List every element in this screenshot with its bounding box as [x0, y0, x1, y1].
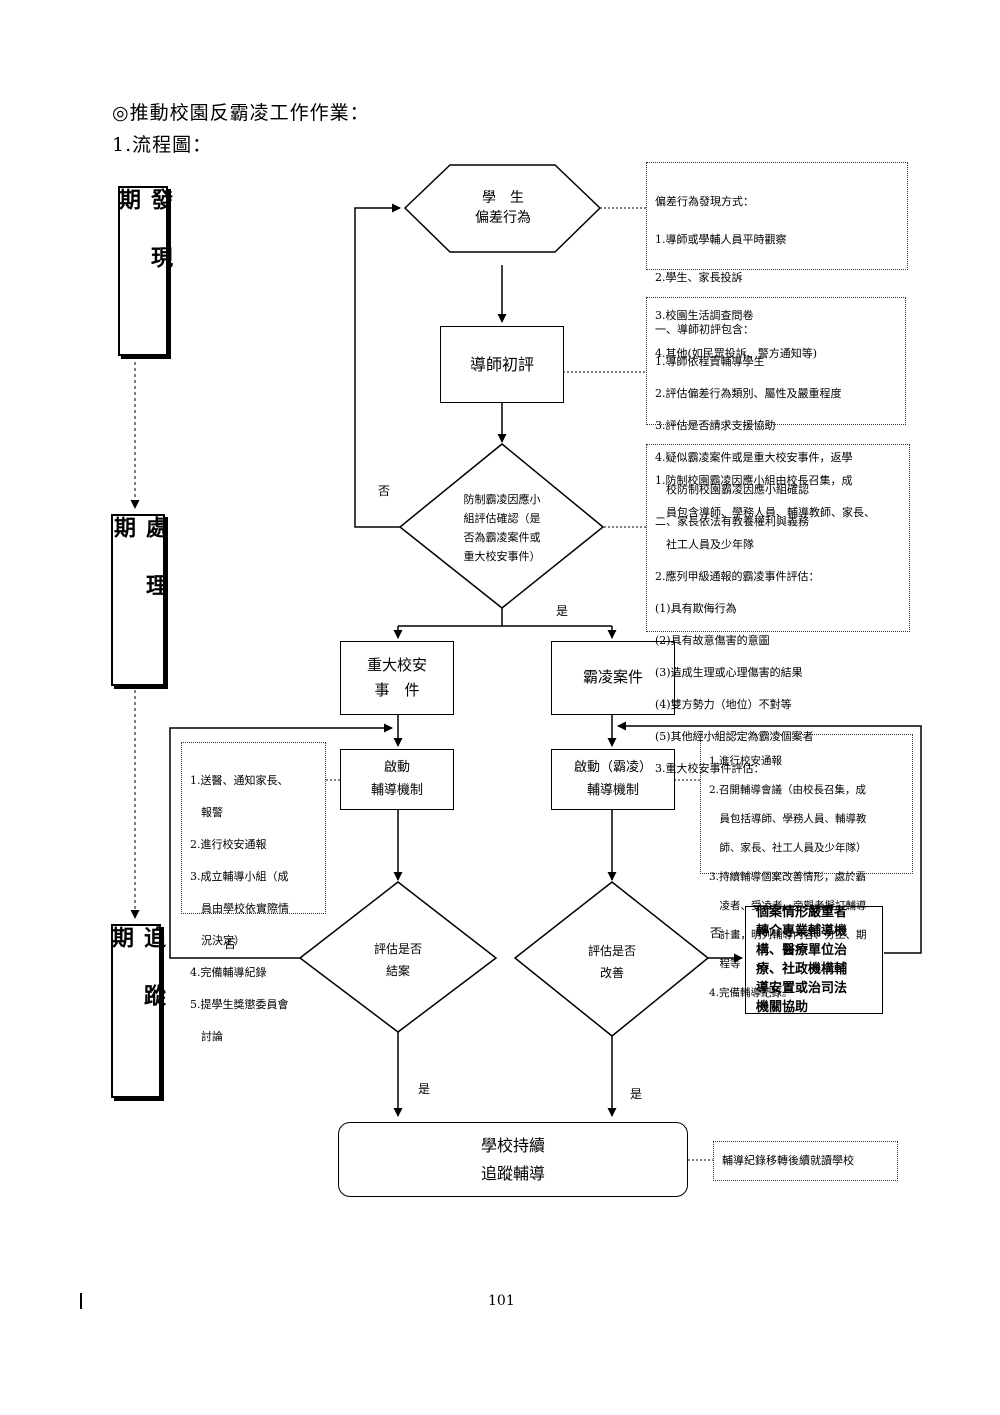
school-track-box: 學校持續 追蹤輔導 — [338, 1122, 688, 1197]
major-event-text: 重大校安 事 件 — [366, 655, 427, 700]
referral-box: 個案情形嚴重者 轉介專業輔導機 構、醫療單位治 療、社政機構輔 導安置或治司法 … — [745, 905, 883, 1015]
page-subtitle: 1.流程圖： — [112, 134, 213, 156]
label-yes-right: 是 — [629, 1087, 642, 1101]
label-no-right: 否 — [709, 926, 722, 940]
note-discovery-methods: 偏差行為發現方式： 1.導師或學輔人員平時觀察 2.學生、家長投訴 3.校園生活… — [646, 162, 908, 360]
assess-closed-diamond — [298, 881, 498, 1033]
label-no-left: 否 — [223, 937, 236, 951]
note-record-transfer: 輔導紀錄移轉後續就讀學校 — [713, 1141, 898, 1181]
label-no-top: 否 — [377, 484, 390, 498]
start-guidance-right-text: 啟動（霸凌） 輔導機制 — [573, 760, 652, 798]
label-yes-mid: 是 — [555, 604, 568, 618]
committee-diamond — [398, 443, 605, 609]
note-tutor-eval: 一、導師初評包含： 1.導師依程責輔導學生 2.評估偏差行為類別、屬性及嚴重程度… — [646, 297, 906, 528]
tutor-eval-box: 導師初評 — [440, 326, 564, 403]
student-hexagon — [403, 164, 602, 253]
phase-track: 追蹤期 — [108, 924, 165, 1098]
student-node-text: 學 生 偏差行為 — [475, 190, 531, 226]
referral-text: 個案情形嚴重者 轉介專業輔導機 構、醫療單位治 療、社政機構輔 導安置或治司法 … — [756, 905, 848, 1015]
start-guidance-left-box: 啟動 輔導機制 — [340, 749, 454, 810]
assess-closed-text: 評估是否 結案 — [373, 942, 422, 978]
assess-improved-text: 評估是否 改善 — [587, 944, 636, 980]
phase-handle: 處理期 — [110, 514, 167, 686]
note-left-guidance: 1.送醫、通知家長、 報警 2.進行校安通報 3.成立輔導小組（成 員由學校依實… — [181, 742, 326, 1043]
school-track-text: 學校持續 追蹤輔導 — [480, 1135, 545, 1183]
phase-discover: 發現期 — [115, 186, 172, 356]
phase-track-label: 追蹤期 — [108, 926, 165, 1042]
phase-discover-label: 發現期 — [115, 188, 172, 304]
start-guidance-right-box: 啟動（霸凌） 輔導機制 — [551, 749, 675, 810]
label-yes-left: 是 — [417, 1082, 430, 1096]
note-right-guidance: 1.進行校安通報 2.召開輔導會議（由校長召集，成 員包括導師、學務人員、輔導教… — [700, 734, 913, 999]
bully-case-text: 霸凌案件 — [582, 668, 643, 687]
margin-bar — [80, 1293, 82, 1309]
page-number: 101 — [488, 1293, 515, 1309]
committee-node-text: 防制霸凌因應小 組評估確認（是 否為霸凌案件或 重大校安事件） — [463, 493, 541, 563]
major-event-box: 重大校安 事 件 — [340, 641, 454, 715]
start-guidance-left-text: 啟動 輔導機制 — [370, 760, 423, 798]
tutor-eval-text: 導師初評 — [469, 354, 534, 374]
assess-improved-diamond — [513, 881, 710, 1037]
phase-handle-label: 處理期 — [110, 516, 167, 632]
bully-case-box: 霸凌案件 — [551, 641, 675, 715]
page-title: ◎推動校園反霸凌工作作業： — [112, 102, 370, 124]
note-committee: 1.防制校園霸凌因應小組由校長召集，成 員包含導師、學務人員、輔導教師、家長、 … — [646, 444, 910, 775]
